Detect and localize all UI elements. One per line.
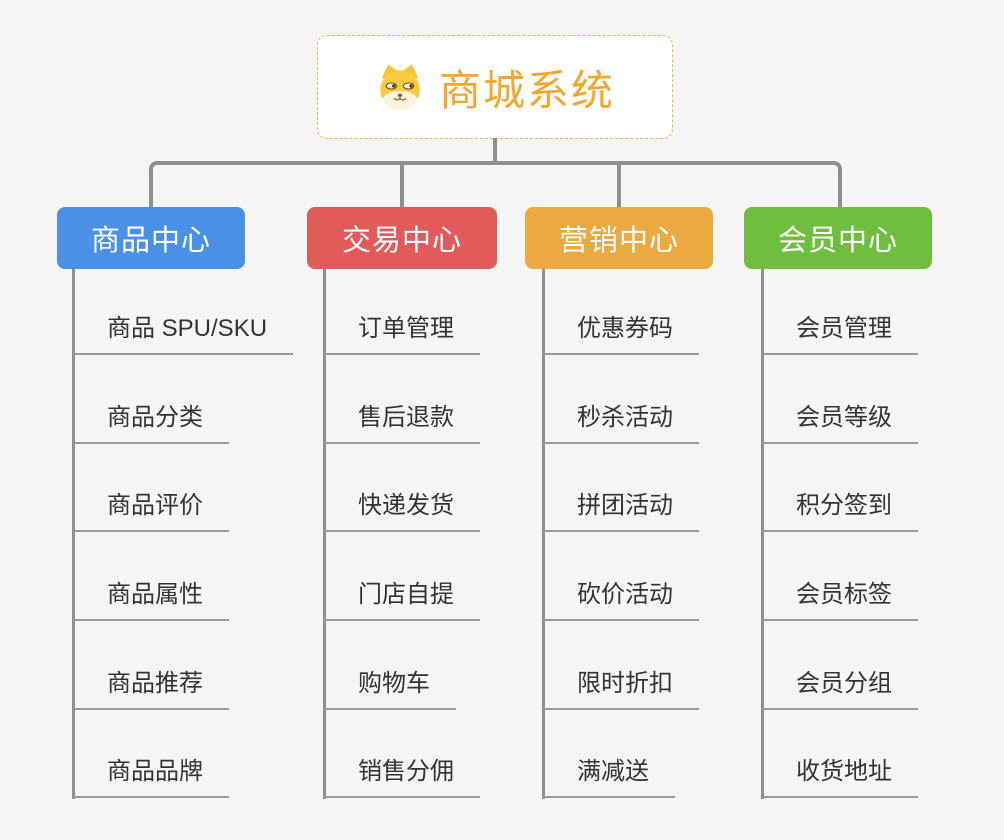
- branch-node-3[interactable]: 营销中心: [525, 207, 713, 269]
- connector-horizontal: [245, 161, 742, 165]
- leaf-node[interactable]: 门店自提: [324, 575, 480, 621]
- branch-node-4[interactable]: 会员中心: [744, 207, 932, 269]
- leaf-node[interactable]: 快递发货: [324, 486, 480, 532]
- leaf-node[interactable]: 购物车: [324, 664, 456, 710]
- leaf-node[interactable]: 商品品牌: [73, 752, 229, 798]
- root-title: 商城系统: [438, 66, 615, 114]
- leaf-node[interactable]: 会员管理: [762, 309, 918, 355]
- leaf-node[interactable]: 商品推荐: [73, 664, 229, 710]
- branch-label: 商品中心: [90, 225, 211, 257]
- leaf-node[interactable]: 优惠券码: [543, 309, 699, 355]
- branch-node-1[interactable]: 商品中心: [57, 207, 245, 269]
- branch-node-2[interactable]: 交易中心: [307, 207, 497, 269]
- leaf-node[interactable]: 销售分佣: [324, 752, 480, 798]
- leaf-node[interactable]: 限时折扣: [543, 664, 699, 710]
- leaf-node[interactable]: 收货地址: [762, 752, 918, 798]
- connector-branch-trunk: [323, 269, 326, 799]
- dog-face-icon: [375, 63, 425, 111]
- connector-root-trunk: [493, 138, 497, 165]
- leaf-node[interactable]: 积分签到: [762, 486, 918, 532]
- leaf-node[interactable]: 会员分组: [762, 664, 918, 710]
- connector-drop-3: [617, 161, 621, 209]
- leaf-node[interactable]: 商品 SPU/SKU: [73, 309, 294, 355]
- leaf-node[interactable]: 拼团活动: [543, 486, 699, 532]
- leaf-node[interactable]: 订单管理: [324, 309, 480, 355]
- leaf-node[interactable]: 砍价活动: [543, 575, 699, 621]
- connector-elbow-left: [149, 161, 249, 209]
- leaf-node[interactable]: 满减送: [543, 752, 675, 798]
- leaf-node[interactable]: 秒杀活动: [543, 398, 699, 444]
- leaf-node[interactable]: 会员标签: [762, 575, 918, 621]
- connector-branch-trunk: [72, 269, 75, 799]
- connector-drop-2: [400, 161, 404, 209]
- leaf-node[interactable]: 售后退款: [324, 398, 480, 444]
- branch-label: 营销中心: [558, 225, 679, 257]
- branch-label: 交易中心: [341, 225, 462, 257]
- leaf-node[interactable]: 会员等级: [762, 398, 918, 444]
- leaf-node[interactable]: 商品属性: [73, 575, 229, 621]
- leaf-node[interactable]: 商品分类: [73, 398, 229, 444]
- branch-label: 会员中心: [777, 225, 898, 257]
- connector-elbow-right: [738, 161, 842, 209]
- root-node[interactable]: 商城系统: [317, 35, 673, 139]
- connector-branch-trunk: [761, 269, 764, 799]
- leaf-node[interactable]: 商品评价: [73, 486, 229, 532]
- connector-branch-trunk: [542, 269, 545, 799]
